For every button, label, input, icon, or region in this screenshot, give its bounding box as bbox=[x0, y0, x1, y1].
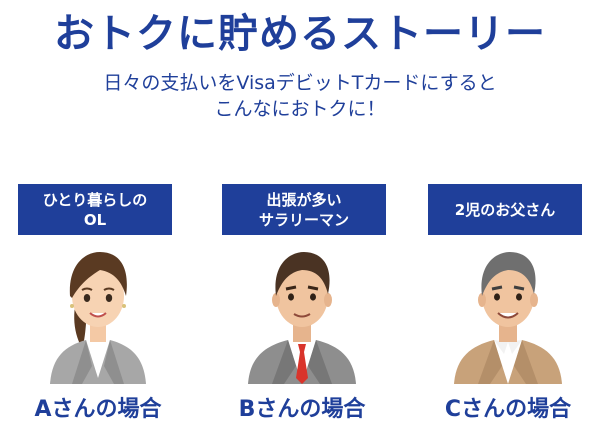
subtitle-line-2: こんなにおトクに！ bbox=[214, 98, 386, 120]
persona-name: Bさんの場合 bbox=[238, 397, 366, 422]
businessman-icon bbox=[232, 238, 372, 384]
persona-tag-line-1: 出張が多い bbox=[266, 190, 342, 209]
persona-name: Aさんの場合 bbox=[34, 397, 162, 422]
woman-office-worker-icon bbox=[28, 238, 168, 384]
persona-tag: 2児のお父さん bbox=[428, 184, 582, 235]
persona-tag-line-2: OL bbox=[83, 210, 107, 229]
persona-card-a[interactable]: ひとり暮らしの OL Aさん bbox=[14, 184, 182, 434]
persona-tag-line-1: ひとり暮らしの bbox=[42, 190, 148, 209]
page-title: おトクに貯めるストーリー bbox=[54, 11, 546, 57]
persona-tag: 出張が多い サラリーマン bbox=[222, 184, 386, 235]
persona-card-c[interactable]: 2児のお父さん bbox=[424, 184, 592, 434]
page-subtitle: 日々の支払いをVisaデビットTカードにすると こんなにおトクに！ bbox=[0, 70, 600, 122]
father-icon bbox=[438, 238, 578, 384]
subtitle-line-1: 日々の支払いをVisaデビットTカードにすると bbox=[103, 72, 497, 94]
persona-tag-line-2: サラリーマン bbox=[258, 210, 349, 229]
persona-name: Cさんの場合 bbox=[444, 397, 572, 422]
persona-tag-line-1: 2児のお父さん bbox=[454, 200, 556, 219]
persona-card-b[interactable]: 出張が多い サラリーマン bbox=[218, 184, 386, 434]
persona-tag: ひとり暮らしの OL bbox=[18, 184, 172, 235]
